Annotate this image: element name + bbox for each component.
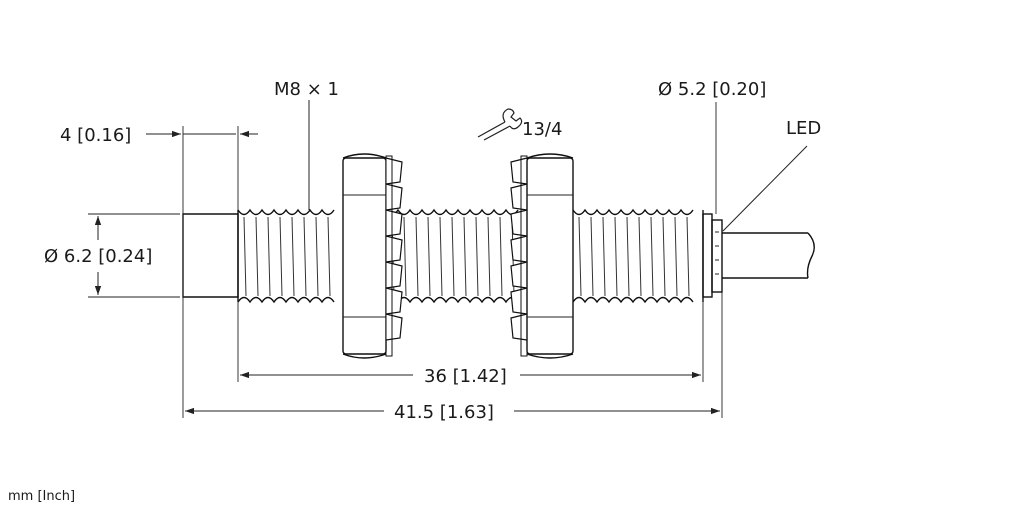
led-callout: LED [722, 118, 821, 232]
dimension-cable-diameter: Ø 5.2 [0.20] [658, 79, 766, 100]
extension-lines [88, 102, 723, 418]
dimension-overall-length: 41.5 [1.63] [185, 402, 720, 423]
rear-cap [702, 213, 723, 298]
thread-length-label: 36 [1.42] [424, 366, 507, 387]
hex-nut-left [342, 153, 387, 359]
cable [722, 232, 815, 279]
hex-nut-right [526, 153, 574, 359]
lock-washer-left [385, 155, 403, 357]
dimension-thread: M8 × 1 [274, 79, 339, 210]
face-length-label: 4 [0.16] [60, 125, 131, 146]
lock-washer-right [510, 155, 528, 357]
wrench-size-label: 13/4 [522, 119, 562, 140]
thread-label: M8 × 1 [274, 79, 339, 100]
led-label: LED [786, 118, 821, 139]
overall-length-label: 41.5 [1.63] [394, 402, 494, 423]
threaded-barrel [237, 208, 704, 304]
cable-diameter-label: Ø 5.2 [0.20] [658, 79, 766, 100]
dimension-thread-length: 36 [1.42] [240, 366, 701, 387]
face-diameter-label: Ø 6.2 [0.24] [44, 246, 152, 267]
units-note: mm [Inch] [8, 489, 75, 504]
wrench-icon [477, 108, 523, 141]
dimension-wrench: 13/4 [477, 108, 562, 141]
sensing-face [182, 213, 239, 298]
dimension-face-diameter: Ø 6.2 [0.24] [44, 216, 152, 295]
sensor-body [182, 153, 815, 359]
dimension-face-length: 4 [0.16] [60, 125, 258, 146]
